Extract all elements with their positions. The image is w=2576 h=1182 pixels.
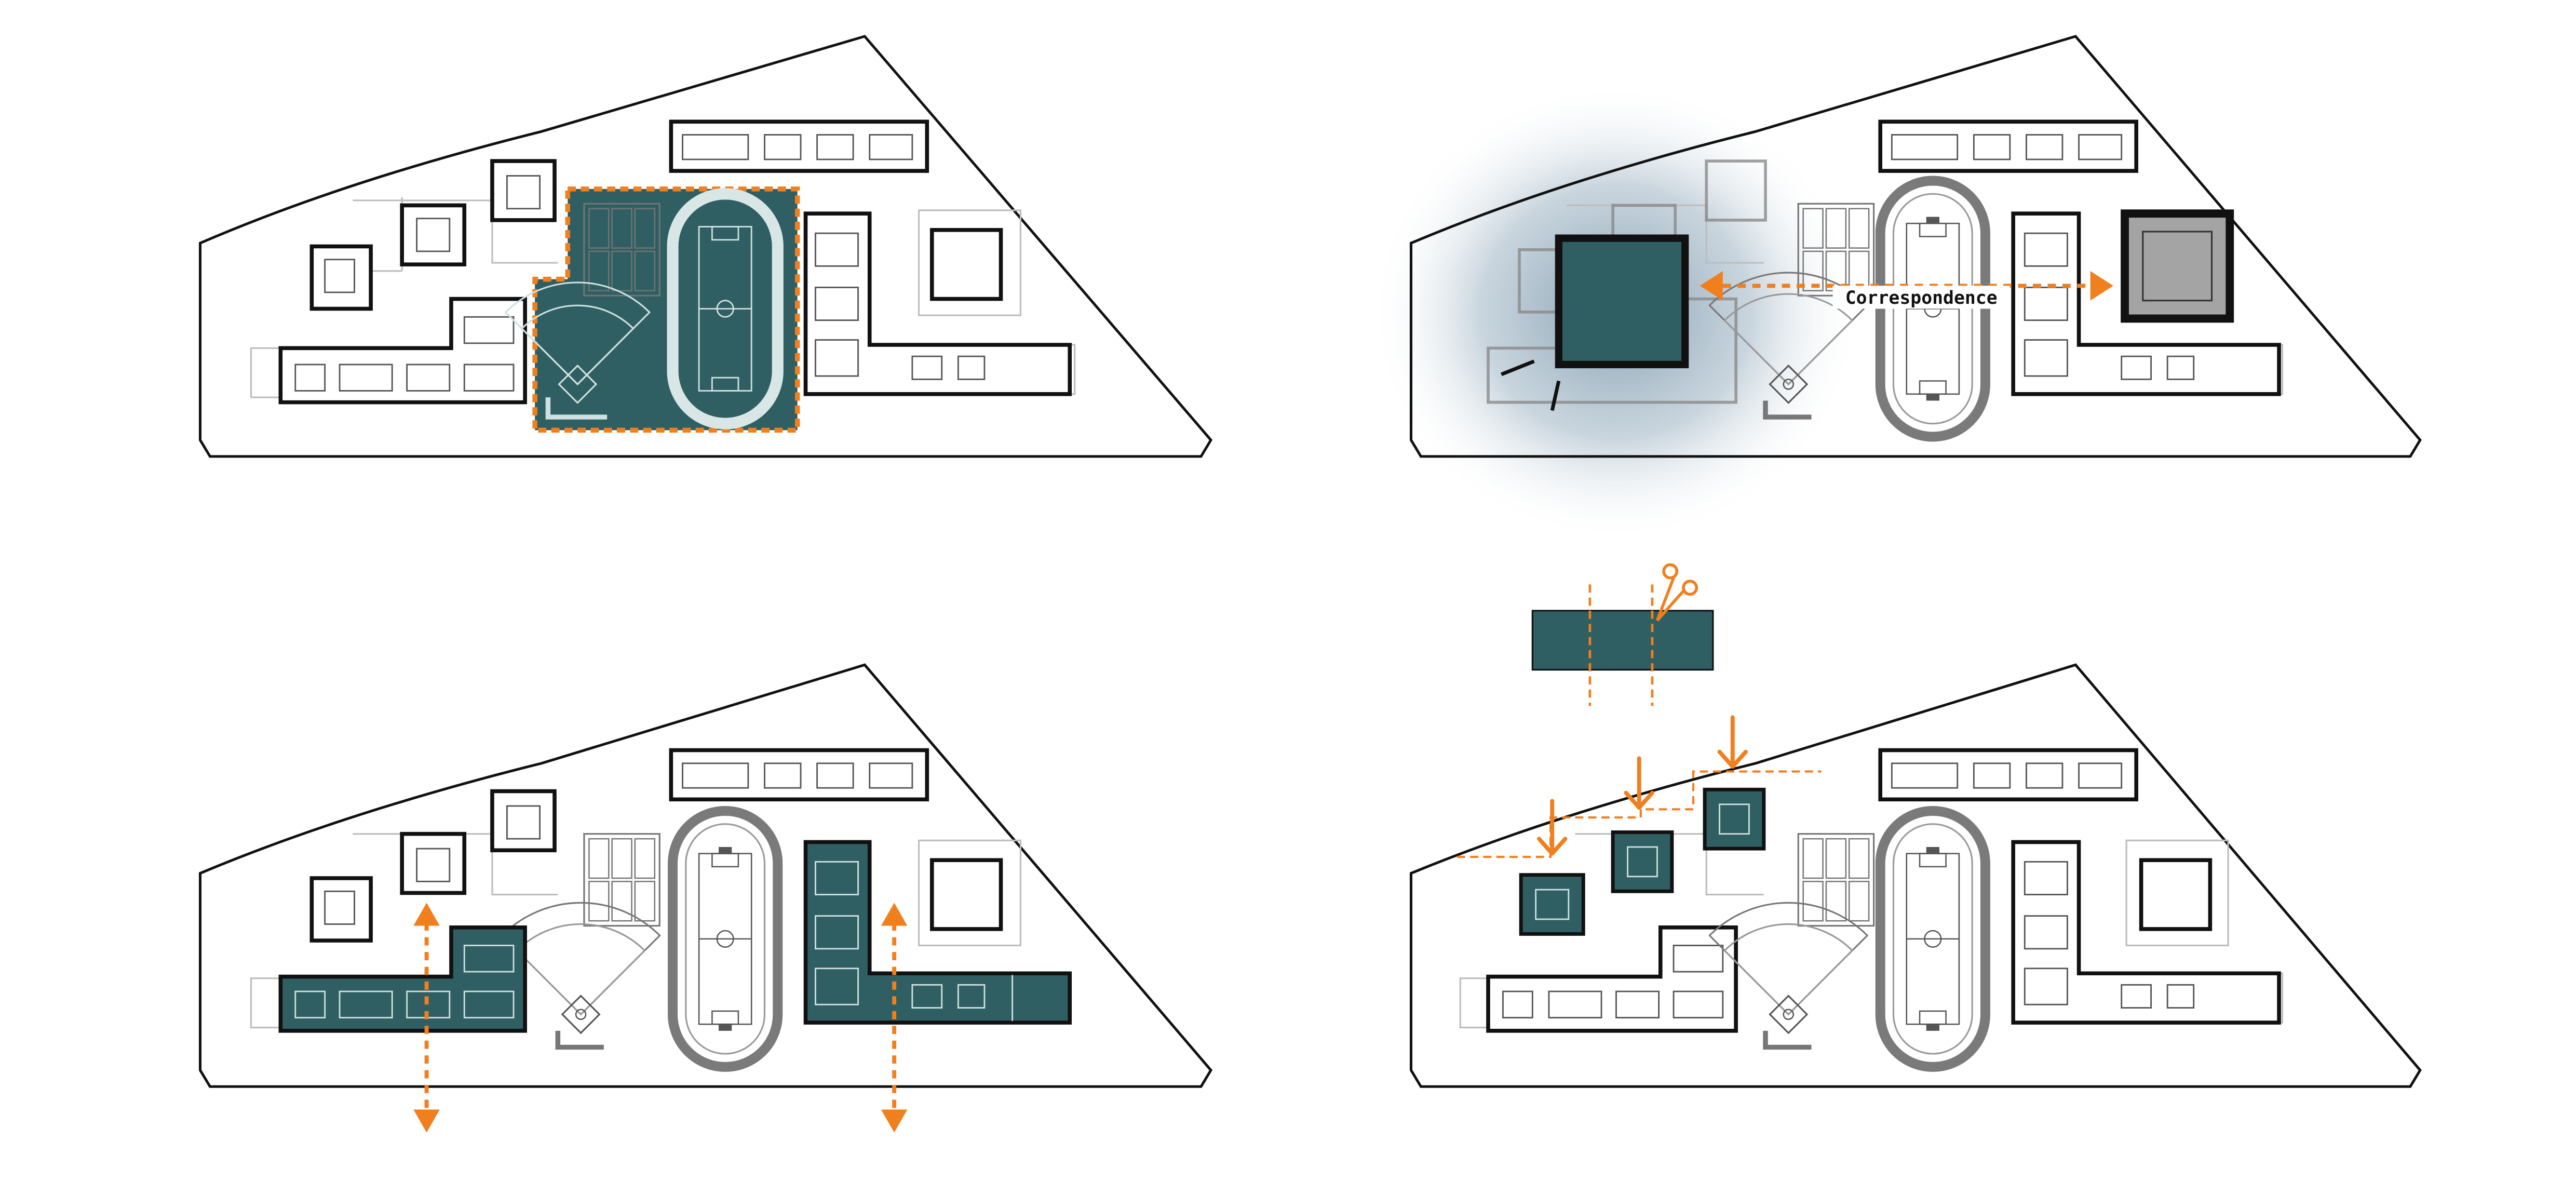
correspondence-label: Correspondence	[1845, 288, 1998, 308]
arrow-double-vertical-icon	[881, 903, 908, 1133]
scissors-icon	[1655, 563, 1698, 622]
arrow-down-icon	[1717, 715, 1748, 769]
panel-2: Correspondence	[1370, 35, 2422, 542]
teal-block-2	[1611, 830, 1674, 893]
panel-3	[198, 663, 1213, 1133]
teal-block-1	[1519, 873, 1585, 936]
arrow-down-icon	[1624, 756, 1654, 810]
panel-1	[198, 35, 1213, 458]
arrow-double-vertical-icon	[413, 903, 440, 1133]
teal-block	[1555, 234, 1689, 369]
site-boundary	[1409, 35, 2422, 458]
teal-building-right	[803, 840, 1072, 1025]
teal-bar	[1531, 610, 1714, 671]
panel-4	[1409, 563, 2422, 1088]
sports-zone-highlight	[532, 186, 800, 433]
gray-block	[2121, 209, 2234, 323]
arrow-down-icon	[1537, 799, 1568, 856]
teal-block-3	[1703, 787, 1766, 851]
